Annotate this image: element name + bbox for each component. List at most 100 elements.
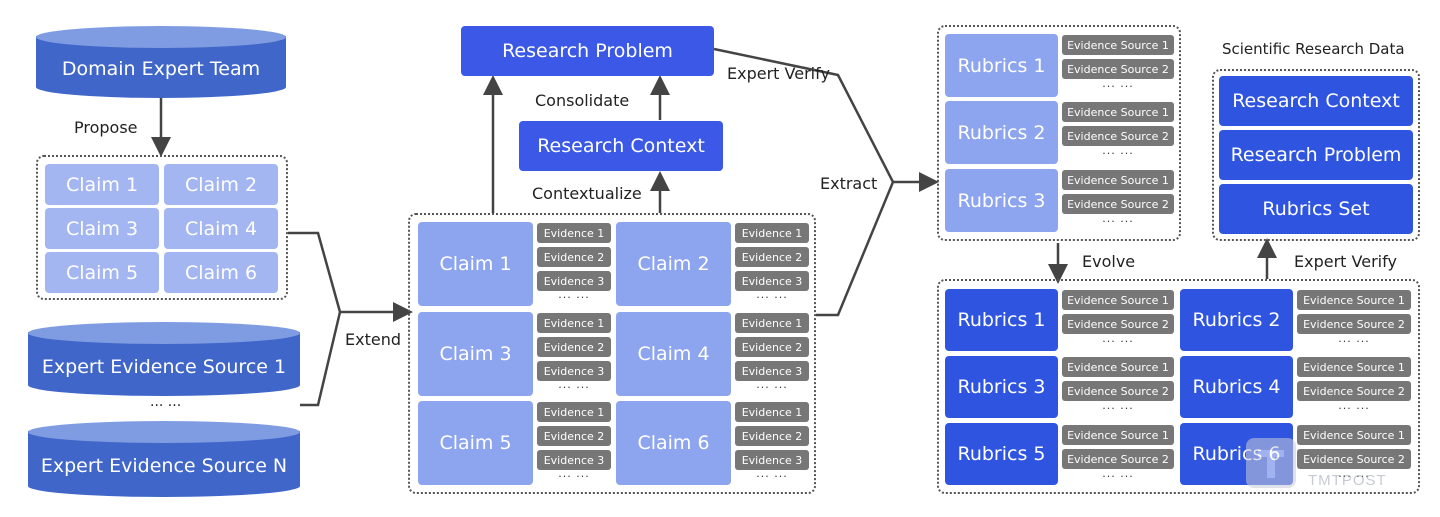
propose-label: Propose	[74, 118, 138, 137]
rubrics-bottom-6-ellipsis: ··· ···	[1338, 470, 1370, 483]
rubrics-bottom-1-ellipsis: ··· ···	[1102, 335, 1134, 348]
expert-evidence-source-1-cylinder: Expert Evidence Source 1	[28, 322, 300, 396]
claim-2: Claim 2	[164, 164, 278, 205]
ext-claim-4: Claim 4	[616, 312, 731, 396]
extract-label: Extract	[820, 174, 878, 193]
claim-6-evidence-2: Evidence 2	[735, 426, 809, 446]
evolve-label: Evolve	[1082, 252, 1136, 271]
rubrics-bottom-6-source-1: Evidence Source 1	[1297, 425, 1411, 445]
claim-6: Claim 6	[164, 252, 278, 293]
claim-2-evidence-2: Evidence 2	[735, 247, 809, 267]
claim-4-evidence-1: Evidence 1	[735, 313, 809, 333]
sci-research-context: Research Context	[1219, 76, 1413, 126]
claim-4-evidence-3: Evidence 3	[735, 361, 809, 381]
rubrics-top-2-ellipsis: ··· ···	[1102, 147, 1134, 160]
claim-5-evidence-3: Evidence 3	[537, 450, 611, 470]
scientific-research-data-title: Scientific Research Data	[1222, 40, 1405, 58]
ext-claim-5: Claim 5	[418, 401, 533, 485]
extend-label: Extend	[345, 330, 401, 349]
claim-2-evidence-3: Evidence 3	[735, 271, 809, 291]
rubrics-top-2-source-2: Evidence Source 2	[1062, 126, 1174, 146]
rubrics-top-3-source-1: Evidence Source 1	[1062, 170, 1174, 190]
claim-3: Claim 3	[45, 208, 159, 249]
rubrics-bottom-1-source-1: Evidence Source 1	[1062, 290, 1174, 310]
tmtpost-logo-icon	[1246, 438, 1296, 488]
claim-3-evidence-ellipsis: ··· ···	[558, 381, 590, 394]
rubrics-top-1-ellipsis: ··· ···	[1102, 80, 1134, 93]
rubrics-top-3-source-2: Evidence Source 2	[1062, 194, 1174, 214]
sci-research-problem: Research Problem	[1219, 130, 1413, 180]
rubrics-bottom-5-source-2: Evidence Source 2	[1062, 449, 1174, 469]
rubrics-top-1: Rubrics 1	[945, 34, 1058, 97]
research-context-box: Research Context	[519, 121, 723, 171]
claim-1-evidence-2: Evidence 2	[537, 247, 611, 267]
rubrics-bottom-5: Rubrics 5	[945, 423, 1058, 485]
rubrics-bottom-3-ellipsis: ··· ···	[1102, 402, 1134, 415]
sci-rubrics-set: Rubrics Set	[1219, 184, 1413, 234]
claim-3-evidence-2: Evidence 2	[537, 337, 611, 357]
extend-line-top	[288, 231, 342, 313]
rubrics-bottom-3-source-2: Evidence Source 2	[1062, 381, 1174, 401]
watermark-text: TMTPOST	[1308, 472, 1387, 489]
claim-6-evidence-1: Evidence 1	[735, 402, 809, 422]
rubrics-bottom-4: Rubrics 4	[1180, 356, 1293, 418]
ext-claim-6: Claim 6	[616, 401, 731, 485]
ext-claim-2: Claim 2	[616, 222, 731, 306]
expert-evidence-source-n-label: Expert Evidence Source N	[40, 455, 288, 477]
claim-3-evidence-1: Evidence 1	[537, 313, 611, 333]
rubrics-bottom-2: Rubrics 2	[1180, 289, 1293, 351]
domain-expert-team-cylinder: Domain Expert Team	[36, 26, 286, 98]
extracted-rubrics-group	[937, 25, 1181, 241]
expert-verify-line	[713, 47, 895, 183]
claim-6-evidence-ellipsis: ··· ···	[756, 470, 788, 483]
domain-expert-team-label: Domain Expert Team	[61, 58, 261, 80]
rubrics-top-2: Rubrics 2	[945, 101, 1058, 164]
claim-4-evidence-ellipsis: ··· ···	[756, 381, 788, 394]
expert-evidence-source-1-label: Expert Evidence Source 1	[41, 356, 287, 378]
expert-evidence-source-n-cylinder: Expert Evidence Source N	[28, 421, 300, 497]
consolidate-label: Consolidate	[535, 91, 630, 110]
rubrics-bottom-4-ellipsis: ··· ···	[1338, 402, 1370, 415]
extend-line-bottom	[300, 311, 342, 407]
scientific-research-data-group	[1212, 69, 1420, 241]
rubrics-bottom-3-source-1: Evidence Source 1	[1062, 357, 1174, 377]
rubrics-top-3-ellipsis: ··· ···	[1102, 215, 1134, 228]
rubrics-bottom-4-source-2: Evidence Source 2	[1297, 381, 1411, 401]
rubrics-bottom-2-source-1: Evidence Source 1	[1297, 290, 1411, 310]
extended-claims-group	[408, 213, 816, 494]
claim-4: Claim 4	[164, 208, 278, 249]
evolved-rubrics-group	[937, 279, 1420, 494]
rubrics-bottom-5-ellipsis: ··· ···	[1102, 470, 1134, 483]
research-problem-box: Research Problem	[461, 26, 714, 76]
claim-2-evidence-1: Evidence 1	[735, 223, 809, 243]
rubrics-bottom-1-source-2: Evidence Source 2	[1062, 314, 1174, 334]
claim-3-evidence-3: Evidence 3	[537, 361, 611, 381]
proposed-claims-group	[36, 155, 288, 300]
sources-ellipsis: ··· ···	[150, 398, 182, 414]
claim-5: Claim 5	[45, 252, 159, 293]
expert-verify-label-middle: Expert Verify	[727, 64, 830, 83]
claim-5-evidence-1: Evidence 1	[537, 402, 611, 422]
claim-2-evidence-ellipsis: ··· ···	[756, 291, 788, 304]
ext-claim-3: Claim 3	[418, 312, 533, 396]
claim-5-evidence-2: Evidence 2	[537, 426, 611, 446]
rubrics-top-3: Rubrics 3	[945, 169, 1058, 232]
ext-claim-1: Claim 1	[418, 222, 533, 306]
rubrics-bottom-3: Rubrics 3	[945, 356, 1058, 418]
rubrics-bottom-6-source-2: Evidence Source 2	[1297, 449, 1411, 469]
claim-1: Claim 1	[45, 164, 159, 205]
expert-verify-label-right: Expert Verify	[1294, 252, 1397, 271]
rubrics-bottom-5-source-1: Evidence Source 1	[1062, 425, 1174, 445]
claim-6-evidence-3: Evidence 3	[735, 450, 809, 470]
claim-5-evidence-ellipsis: ··· ···	[558, 470, 590, 483]
claim-1-evidence-3: Evidence 3	[537, 271, 611, 291]
claim-4-evidence-2: Evidence 2	[735, 337, 809, 357]
claim-1-evidence-1: Evidence 1	[537, 223, 611, 243]
rubrics-bottom-1: Rubrics 1	[945, 289, 1058, 351]
rubrics-bottom-2-source-2: Evidence Source 2	[1297, 314, 1411, 334]
rubrics-bottom-4-source-1: Evidence Source 1	[1297, 357, 1411, 377]
rubrics-top-1-source-1: Evidence Source 1	[1062, 35, 1174, 55]
contextualize-label: Contextualize	[532, 184, 642, 203]
rubrics-top-1-source-2: Evidence Source 2	[1062, 59, 1174, 79]
